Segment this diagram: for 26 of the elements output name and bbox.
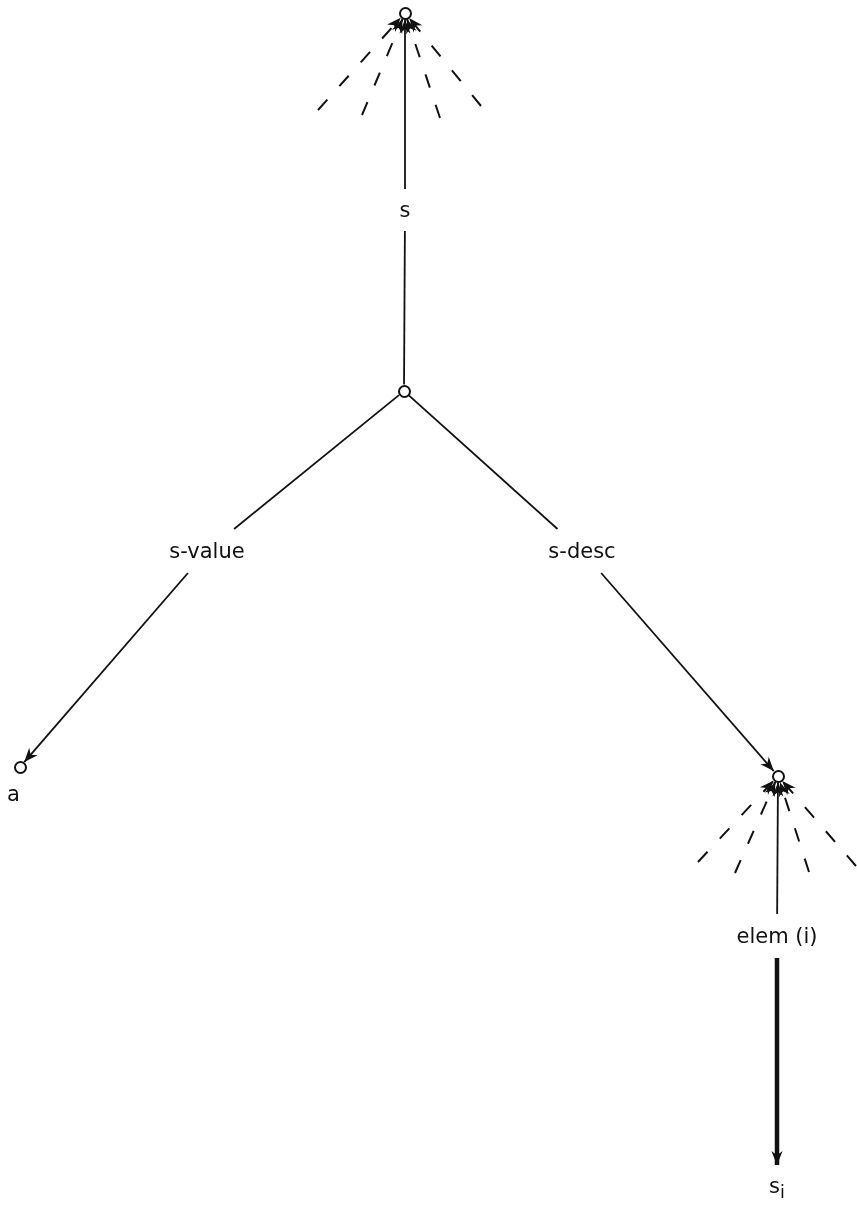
node-circle [398,6,412,20]
arrow [399,18,411,190]
dashed-arrow [361,18,404,116]
line [233,394,400,530]
dashed-arrow [317,16,402,111]
dashed-arrow [406,18,441,119]
dashed-arrow [781,779,857,867]
node-circle [13,760,27,774]
arrow [600,572,775,772]
line [403,230,406,386]
arrow [771,958,783,1165]
dashed-arrow [408,17,482,107]
node-circle [397,384,411,398]
node-label: s-value [142,535,272,567]
node-label: s$_{i}$ [760,1171,794,1205]
dashed-arrow [697,779,775,863]
node-circle [771,769,785,783]
node-label: s-desc [526,535,638,567]
line [407,394,559,530]
node-label: s [394,195,416,225]
node-label: a [7,784,20,805]
node-label: elem (i) [725,920,829,952]
arrow [772,781,784,915]
dashed-arrow [734,780,777,874]
arrow [23,572,189,763]
dashed-arrow [778,781,810,873]
